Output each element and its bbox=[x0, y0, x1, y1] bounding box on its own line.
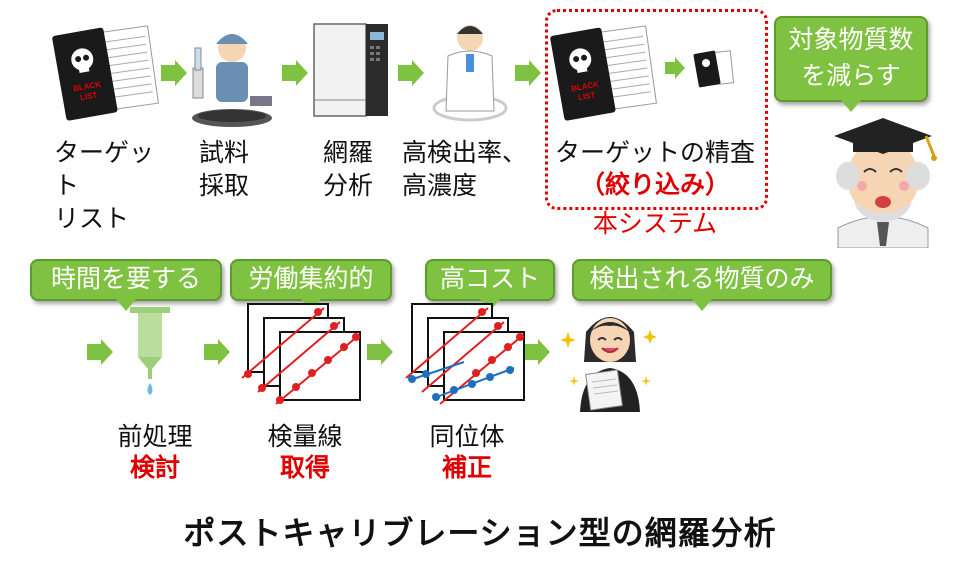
arrow-right-icon bbox=[367, 339, 393, 365]
blacklist-illustration: BLACK LIST bbox=[52, 20, 162, 130]
scientist-illustration bbox=[430, 16, 510, 124]
reduce-targets-text: 対象物質数 を減らす bbox=[776, 18, 926, 94]
diagram-title: ポストキャリブレーション型の網羅分析 bbox=[0, 508, 960, 554]
step-label-high-detection: 高検出率、 高濃度 bbox=[402, 136, 538, 202]
pretreatment-cartridge-icon bbox=[128, 305, 172, 397]
analyzer-instrument-illustration bbox=[312, 20, 390, 120]
step-label-pretreatment: 前処理 bbox=[100, 420, 210, 453]
step-red-calibration: 取得 bbox=[250, 451, 360, 484]
professor-illustration bbox=[820, 110, 946, 248]
arrow-right-icon bbox=[161, 60, 187, 86]
step-label-comprehensive-analysis: 網羅 分析 bbox=[318, 136, 378, 202]
labor-intensive-bubble: 労働集約的 bbox=[230, 259, 392, 301]
calibration-curve-chart bbox=[240, 300, 366, 408]
woman-with-report-illustration bbox=[558, 302, 662, 412]
arrow-right-icon bbox=[204, 339, 230, 365]
step-red-isotope: 補正 bbox=[412, 451, 522, 484]
time-consuming-bubble: 時間を要する bbox=[30, 259, 222, 301]
arrow-right-icon bbox=[398, 60, 424, 86]
labor-intensive-text: 労働集約的 bbox=[248, 264, 373, 293]
system-label: 本システム bbox=[560, 207, 750, 240]
narrowing-label: （絞り込み） bbox=[548, 168, 762, 201]
arrow-right-icon bbox=[665, 57, 685, 79]
step-label-target-review: ターゲットの精査 bbox=[548, 136, 762, 169]
only-detected-bubble: 検出される物質のみ bbox=[572, 259, 832, 301]
blacklist-illustration: BLACK LIST bbox=[550, 20, 660, 130]
reduce-targets-bubble: 対象物質数 を減らす bbox=[774, 16, 928, 102]
time-consuming-text: 時間を要する bbox=[51, 264, 201, 293]
high-cost-text: 高コスト bbox=[440, 264, 540, 293]
step-label-isotope: 同位体 bbox=[412, 420, 522, 453]
arrow-right-icon bbox=[87, 339, 113, 365]
high-cost-bubble: 高コスト bbox=[425, 259, 555, 301]
only-detected-text: 検出される物質のみ bbox=[589, 264, 814, 293]
step-red-pretreatment: 検討 bbox=[100, 451, 210, 484]
arrow-right-icon bbox=[282, 60, 308, 86]
step-label-target-list: ターゲット リスト bbox=[54, 136, 174, 235]
step-label-calibration: 検量線 bbox=[250, 420, 360, 453]
sampling-worker-illustration bbox=[188, 18, 280, 128]
isotope-correction-chart bbox=[404, 300, 530, 408]
small-blacklist-illustration bbox=[690, 46, 736, 92]
arrow-right-icon bbox=[515, 60, 541, 86]
step-label-sampling: 試料 採取 bbox=[194, 136, 254, 202]
